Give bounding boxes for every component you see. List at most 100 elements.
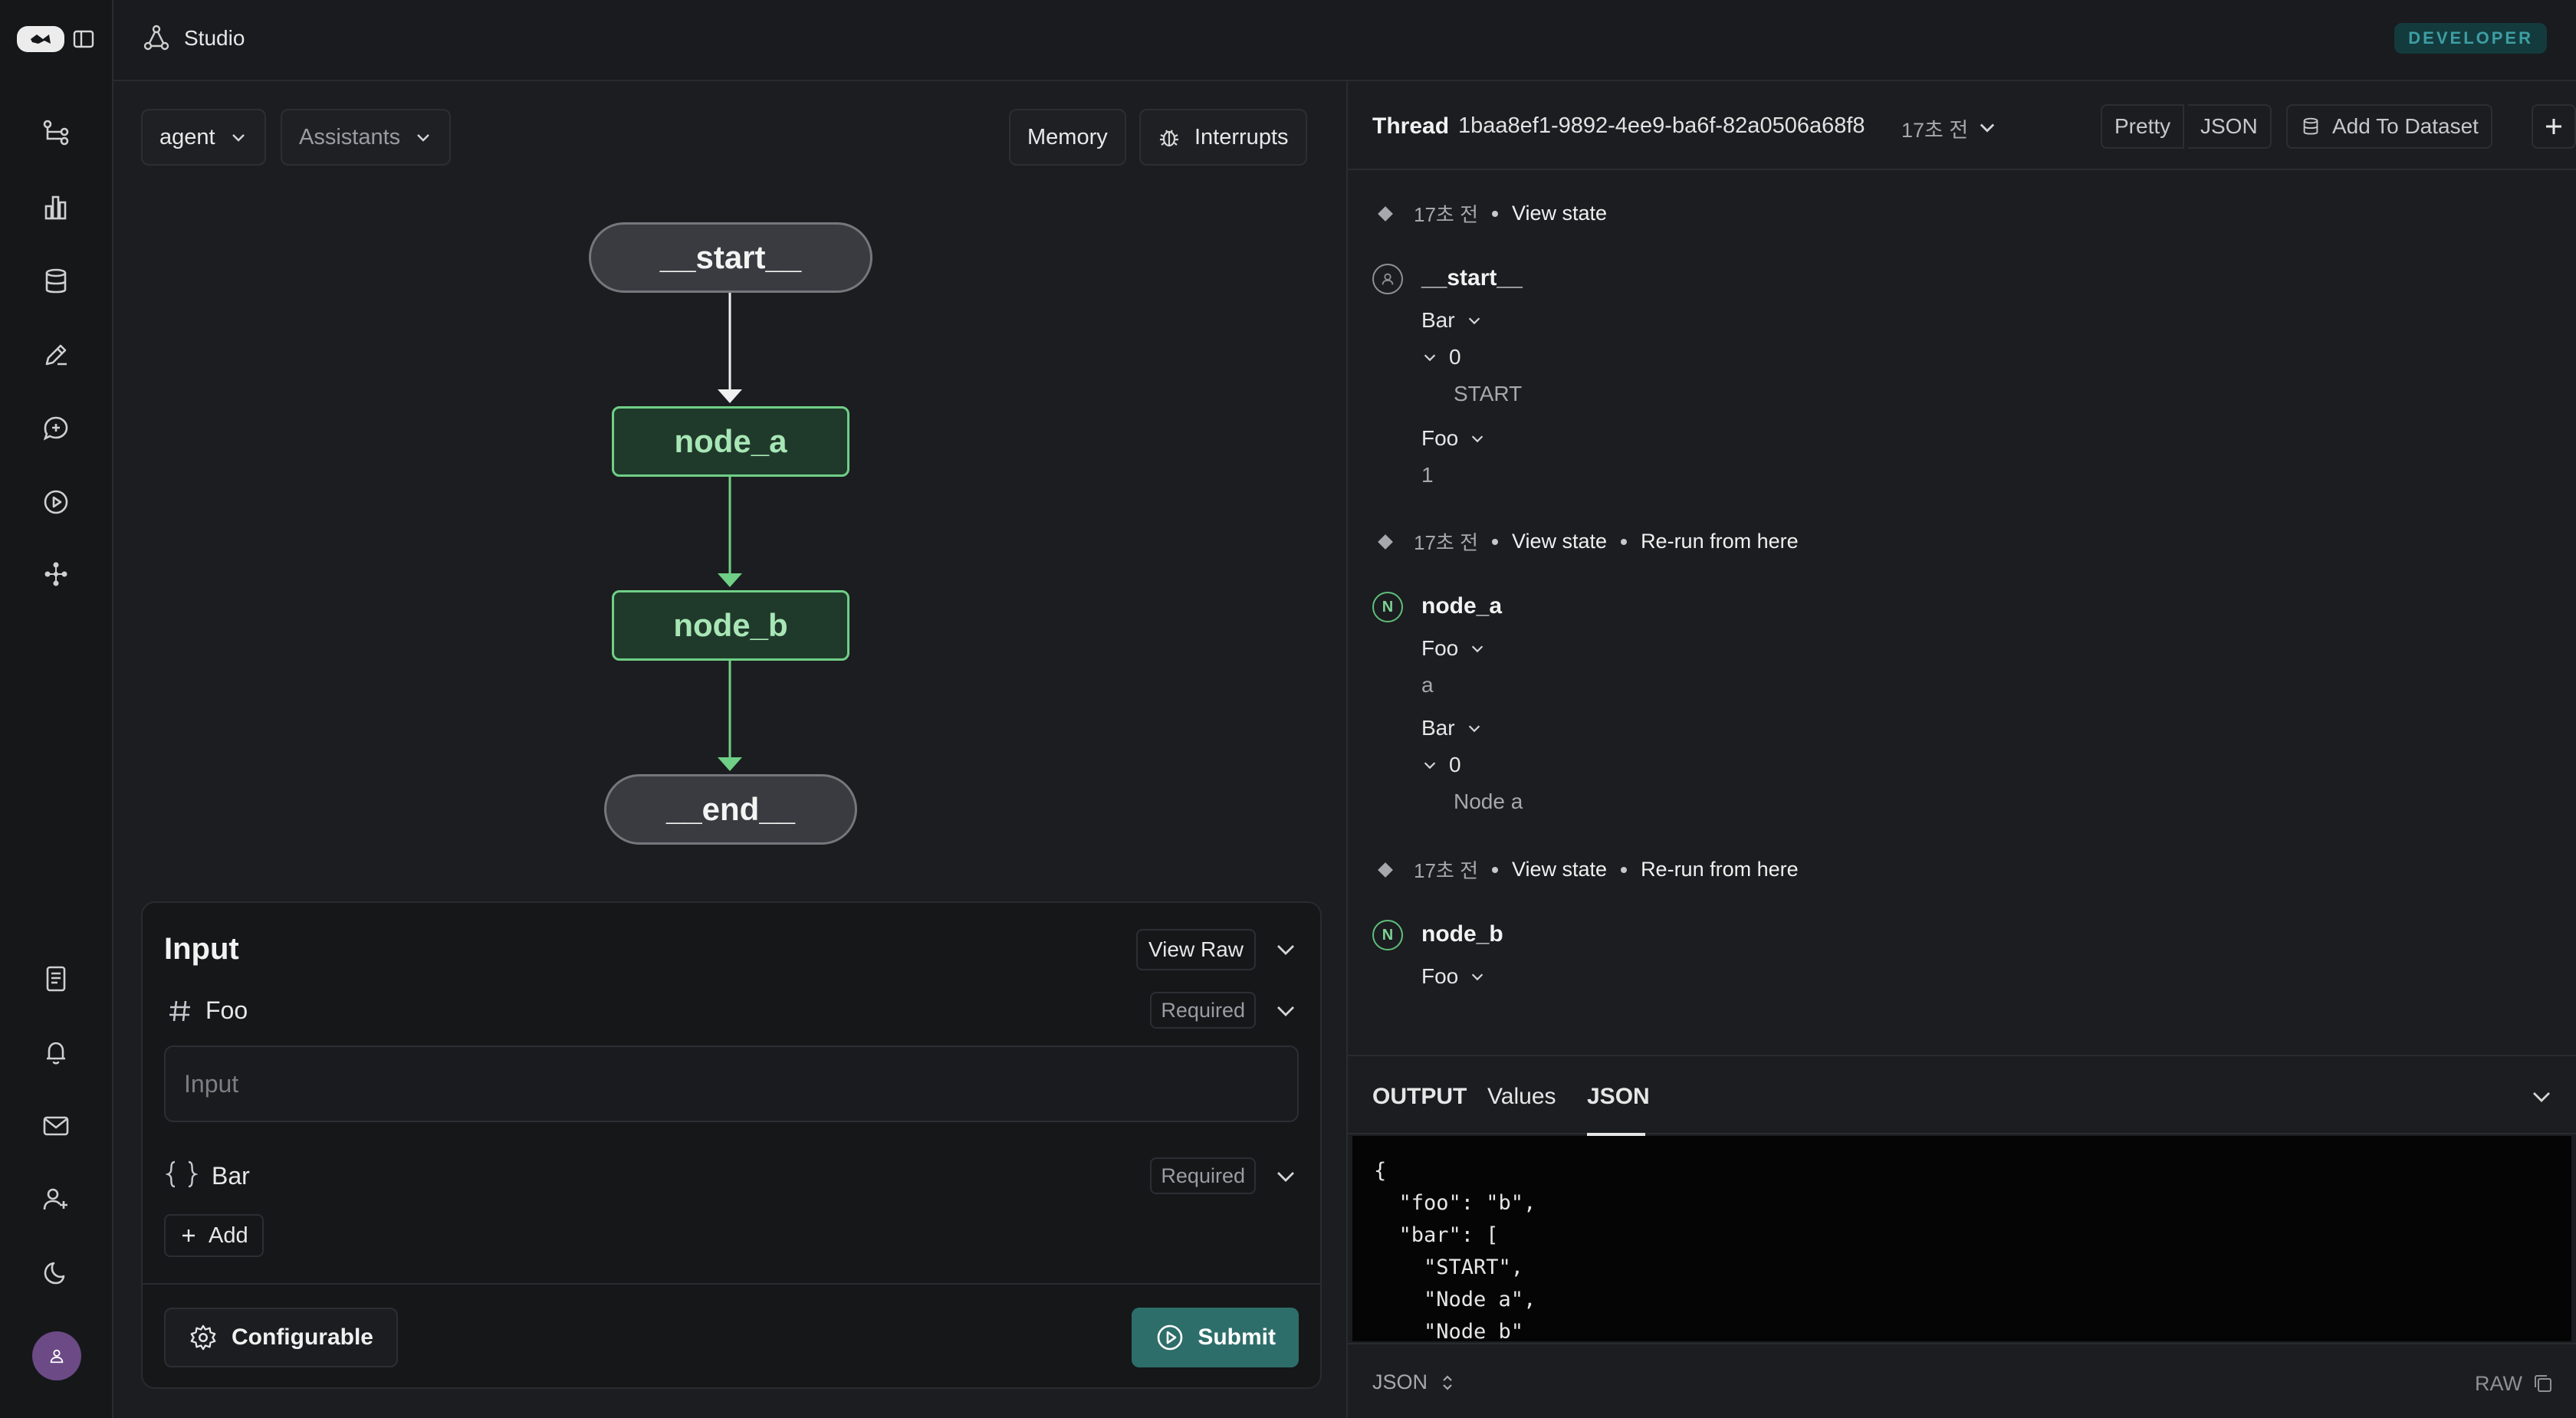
rerun-link[interactable]: Re-run from here <box>1641 530 1799 553</box>
state-key-label: Bar <box>1421 308 1455 332</box>
database-icon[interactable] <box>38 264 74 299</box>
field-label-foo: Foo <box>205 996 248 1024</box>
tab-values[interactable]: Values <box>1487 1084 1556 1109</box>
output-panel: OUTPUT Values JSON { "foo": "b", "bar": … <box>1348 1055 2576 1418</box>
hash-icon <box>169 1000 190 1022</box>
graph-node-b[interactable]: node_b <box>612 590 849 661</box>
bell-icon[interactable] <box>38 1035 74 1070</box>
state-value: a <box>1421 673 1434 697</box>
memory-button[interactable]: Memory <box>1009 109 1126 166</box>
chat-add-icon[interactable] <box>38 411 74 446</box>
checkpoint-row: 17초 전 View state <box>1372 199 1607 228</box>
copy-icon[interactable] <box>2532 1372 2555 1395</box>
pretty-view-button[interactable]: Pretty <box>2101 104 2185 149</box>
chevron-down-icon[interactable] <box>1976 117 1998 138</box>
chevron-updown-icon <box>1443 1374 1452 1390</box>
new-thread-button[interactable] <box>2532 104 2576 149</box>
chevron-down-icon[interactable] <box>1274 999 1297 1022</box>
plus-icon <box>2546 119 2561 134</box>
graph-node-a[interactable]: node_a <box>612 406 849 477</box>
code-line: "Node a", <box>1374 1288 1536 1311</box>
submit-button[interactable]: Submit <box>1132 1308 1299 1367</box>
assistants-select[interactable]: Assistants <box>281 109 452 166</box>
configurable-label: Configurable <box>232 1324 373 1350</box>
state-key-label: Bar <box>1421 716 1455 740</box>
sidebar-toggle-icon[interactable] <box>72 28 95 51</box>
add-item-button[interactable]: Add <box>164 1214 264 1257</box>
view-raw-button[interactable]: View Raw <box>1136 929 1256 970</box>
view-state-link[interactable]: View state <box>1511 202 1608 225</box>
output-footer: JSON RAW <box>1348 1343 2576 1418</box>
state-key-foo[interactable]: Foo <box>1421 964 1486 989</box>
chevron-down-icon[interactable] <box>2530 1085 2553 1108</box>
output-tabs: OUTPUT Values JSON <box>1348 1055 2576 1136</box>
state-key-bar[interactable]: Bar <box>1421 308 1483 333</box>
langchain-logo[interactable] <box>17 26 64 52</box>
checkpoint-diamond-icon <box>1378 862 1393 878</box>
separator-dot <box>1491 866 1498 873</box>
interrupts-button[interactable]: Interrupts <box>1139 109 1307 166</box>
code-line: "bar": [ <box>1374 1223 1499 1247</box>
tab-output[interactable]: OUTPUT <box>1372 1084 1467 1109</box>
state-key-label: Foo <box>1421 636 1459 660</box>
state-key-foo[interactable]: Foo <box>1421 636 1486 661</box>
user-icon <box>50 1349 64 1364</box>
state-value: Node a <box>1454 789 1523 813</box>
state-key-label: Foo <box>1421 426 1459 450</box>
moon-icon[interactable] <box>38 1256 74 1291</box>
foo-input[interactable]: Input <box>164 1045 1299 1122</box>
required-badge: Required <box>1150 1157 1256 1194</box>
array-index[interactable]: 0 <box>1421 753 1461 777</box>
chevron-down-icon[interactable] <box>1274 1165 1297 1188</box>
thread-timeline: 17초 전 View state __start__ Bar 0 START F… <box>1348 172 2576 1055</box>
configurable-button[interactable]: Configurable <box>164 1308 398 1367</box>
bar-chart-icon[interactable] <box>38 190 74 225</box>
mail-icon[interactable] <box>38 1108 74 1144</box>
rerun-link[interactable]: Re-run from here <box>1641 858 1799 881</box>
play-circle-icon[interactable] <box>38 484 74 520</box>
gear-icon <box>190 1324 216 1351</box>
thread-time[interactable]: 17초 전 <box>1901 119 1969 142</box>
icon-rail <box>0 0 113 1418</box>
user-avatar[interactable] <box>32 1331 81 1380</box>
state-key-bar[interactable]: Bar <box>1421 716 1483 740</box>
checkpoint-time: 17초 전 <box>1414 859 1478 882</box>
step-name: __start__ <box>1421 265 1523 290</box>
chevron-down-icon <box>1424 762 1436 770</box>
separator-dot <box>1621 538 1628 545</box>
interrupts-button-label: Interrupts <box>1194 124 1289 149</box>
array-index[interactable]: 0 <box>1421 345 1461 369</box>
add-to-dataset-label: Add To Dataset <box>2332 114 2479 138</box>
docs-icon[interactable] <box>38 961 74 996</box>
tab-json[interactable]: JSON <box>1587 1084 1650 1109</box>
format-select[interactable]: JSON <box>1372 1370 1457 1394</box>
graph-node-end[interactable]: __end__ <box>604 774 857 845</box>
chevron-down-icon[interactable] <box>1274 938 1297 961</box>
add-user-icon[interactable] <box>38 1182 74 1217</box>
index-label: 0 <box>1449 753 1461 776</box>
bug-icon <box>1160 130 1178 147</box>
chevron-down-icon <box>1468 725 1480 733</box>
pen-icon[interactable] <box>38 337 74 373</box>
required-badge: Required <box>1150 992 1256 1029</box>
chevron-down-icon <box>417 134 430 142</box>
node-step-icon: N <box>1372 592 1403 622</box>
graph-panel: agent Assistants Memory Interrupts __sta… <box>113 81 1346 1418</box>
format-select-label: JSON <box>1372 1370 1428 1393</box>
graph-node-start[interactable]: __start__ <box>589 222 872 293</box>
graph-icon[interactable] <box>38 115 74 150</box>
state-key-foo[interactable]: Foo <box>1421 426 1486 451</box>
view-state-link[interactable]: View state <box>1511 530 1608 553</box>
view-state-link[interactable]: View state <box>1511 858 1608 881</box>
index-label: 0 <box>1449 345 1461 369</box>
checkpoint-time: 17초 전 <box>1414 531 1478 554</box>
state-value: START <box>1454 382 1523 405</box>
chevron-down-icon <box>1472 973 1484 981</box>
field-label-bar: Bar <box>212 1162 250 1190</box>
raw-toggle[interactable]: RAW <box>2475 1372 2522 1395</box>
deployments-icon[interactable] <box>38 556 74 592</box>
graph-select[interactable]: agent <box>141 109 266 166</box>
json-view-button[interactable]: JSON <box>2188 104 2272 149</box>
add-to-dataset-button[interactable]: Add To Dataset <box>2286 104 2492 149</box>
checkpoint-row: 17초 전 View state Re-run from here <box>1372 527 1799 556</box>
